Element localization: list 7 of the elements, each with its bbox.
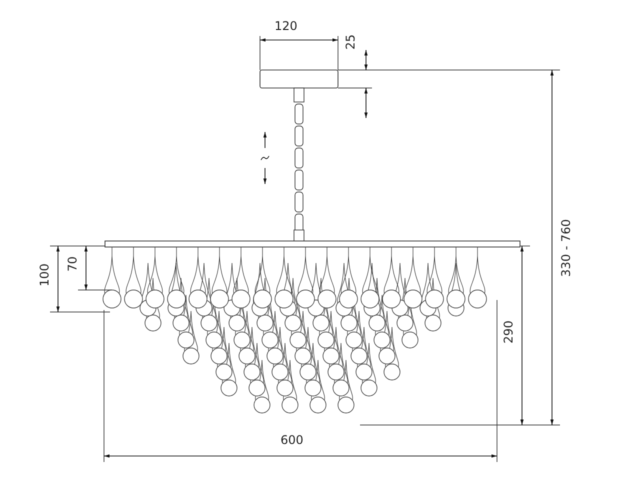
dimension-value: 70: [65, 256, 80, 272]
dimension-value: 100: [36, 264, 51, 286]
dimension-value: 25: [343, 34, 358, 50]
dimension-value: 600: [280, 433, 304, 447]
dimension-value: 330 - 760: [558, 219, 573, 277]
dimension-value: 290: [500, 320, 515, 344]
dimension-value: 120: [274, 19, 298, 33]
